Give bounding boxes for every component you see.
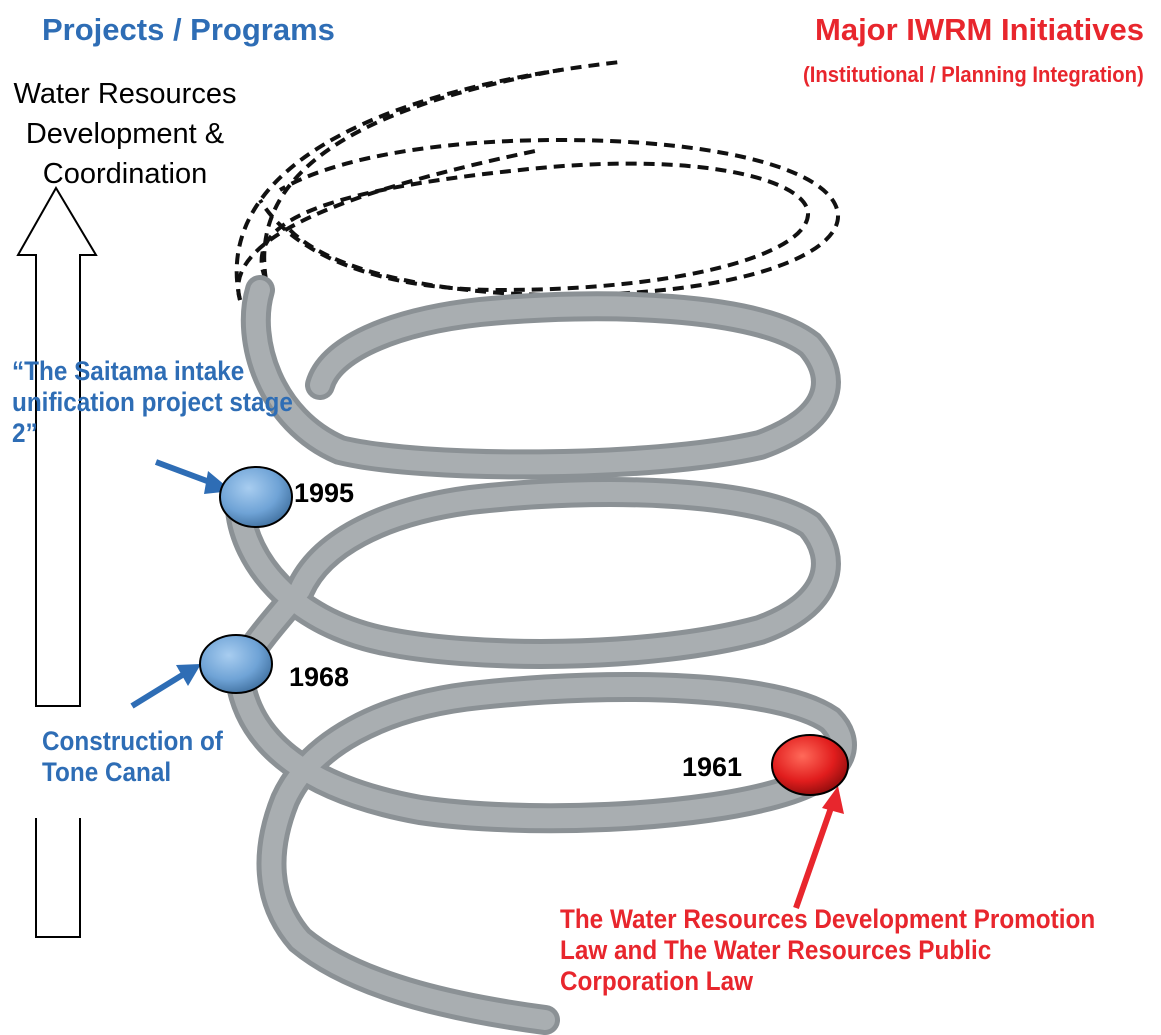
iwrm-header: Major IWRM Initiatives [815,12,1144,47]
future-spiral [234,60,841,301]
year-label-1995: 1995 [294,478,355,508]
marker-1968 [199,634,273,694]
projects-header: Projects / Programs [42,12,335,47]
iwrm-subheader: (Institutional / Planning Integration) [803,62,1144,87]
arrow-1968 [130,664,201,709]
year-label-1968: 1968 [289,662,350,692]
axis-label: Water Resources Development & Coordinati… [13,78,237,190]
milestone-label-1995: “The Saitama intake unification project … [12,356,293,448]
milestone-label-1961: The Water Resources Development Promotio… [560,904,1096,996]
axis-arrow [16,186,98,938]
year-label-1961: 1961 [682,752,743,782]
marker-1995 [219,466,293,528]
milestone-label-1968: Construction of Tone Canal [42,726,223,787]
marker-1961 [771,734,849,796]
arrow-1961 [793,786,844,909]
spiral-ribbon [225,275,857,1035]
